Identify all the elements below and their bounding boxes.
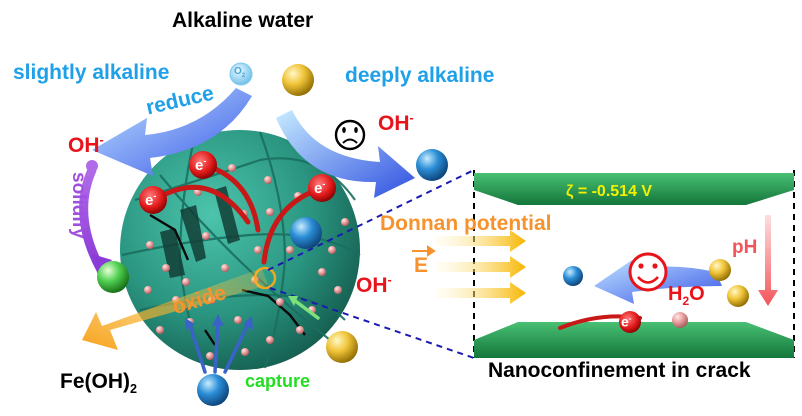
oh-label-middle: OH-	[356, 273, 392, 297]
electron-3	[308, 174, 336, 202]
crack-electron	[619, 311, 641, 333]
oxide-beam	[82, 268, 268, 350]
electron-label-3: e-	[314, 179, 326, 197]
crack-blue-ball	[563, 266, 583, 286]
deeply-alkaline-label: deeply alkaline	[345, 64, 495, 87]
oh-label-top-right: OH-	[378, 111, 414, 135]
ph-label: pH	[732, 237, 758, 258]
green-ball	[97, 261, 129, 293]
e-field-arrows	[436, 230, 526, 304]
e-vector-arrow	[412, 245, 436, 257]
solidify-arrow	[79, 160, 112, 276]
zeta-label: ζ = -0.514 V	[566, 183, 653, 200]
electron-label-1: e-	[195, 156, 207, 174]
reduce-arrow	[92, 88, 252, 176]
bottom-plate	[474, 322, 794, 358]
blue-ball-sphere	[290, 217, 322, 249]
crack-electron-label: e-	[621, 313, 632, 330]
e-field-label: E	[414, 254, 429, 277]
nanoconfinement-label: Nanoconfinement in crack	[488, 359, 751, 382]
deeply-alkaline-arrow	[276, 110, 415, 198]
o2-molecule	[229, 62, 253, 86]
crack-gold-ball-2	[727, 285, 749, 307]
fe-oh2-label: Fe(OH)2	[60, 370, 138, 397]
solidify-label: solidify	[68, 172, 89, 239]
electron-label-2: e-	[145, 191, 157, 209]
gold-ball-bottom	[326, 331, 358, 363]
crack-pink-ball	[672, 312, 688, 328]
donnan-potential-label: Donnan potential	[380, 212, 552, 235]
electron-1	[189, 151, 217, 179]
sad-face-icon	[334, 119, 366, 151]
top-plate	[474, 173, 794, 205]
crack-gold-ball-1	[709, 259, 731, 281]
capture-arrows	[185, 296, 320, 374]
blue-ball-right	[416, 149, 448, 181]
blue-ball-bottom	[197, 374, 229, 406]
ph-arrow	[758, 215, 778, 306]
gold-ball-top	[282, 64, 314, 96]
o2-label: O2	[234, 66, 246, 80]
capture-label: capture	[245, 371, 311, 391]
crack-box	[473, 170, 795, 358]
oh-label-left: OH-	[68, 133, 104, 157]
electron-2	[139, 186, 167, 214]
happy-face-icon	[628, 252, 668, 292]
slightly-alkaline-label: slightly alkaline	[13, 61, 170, 84]
title: Alkaline water	[172, 9, 314, 32]
h2o-label: H2O	[668, 283, 705, 308]
zoom-lines	[267, 169, 475, 359]
